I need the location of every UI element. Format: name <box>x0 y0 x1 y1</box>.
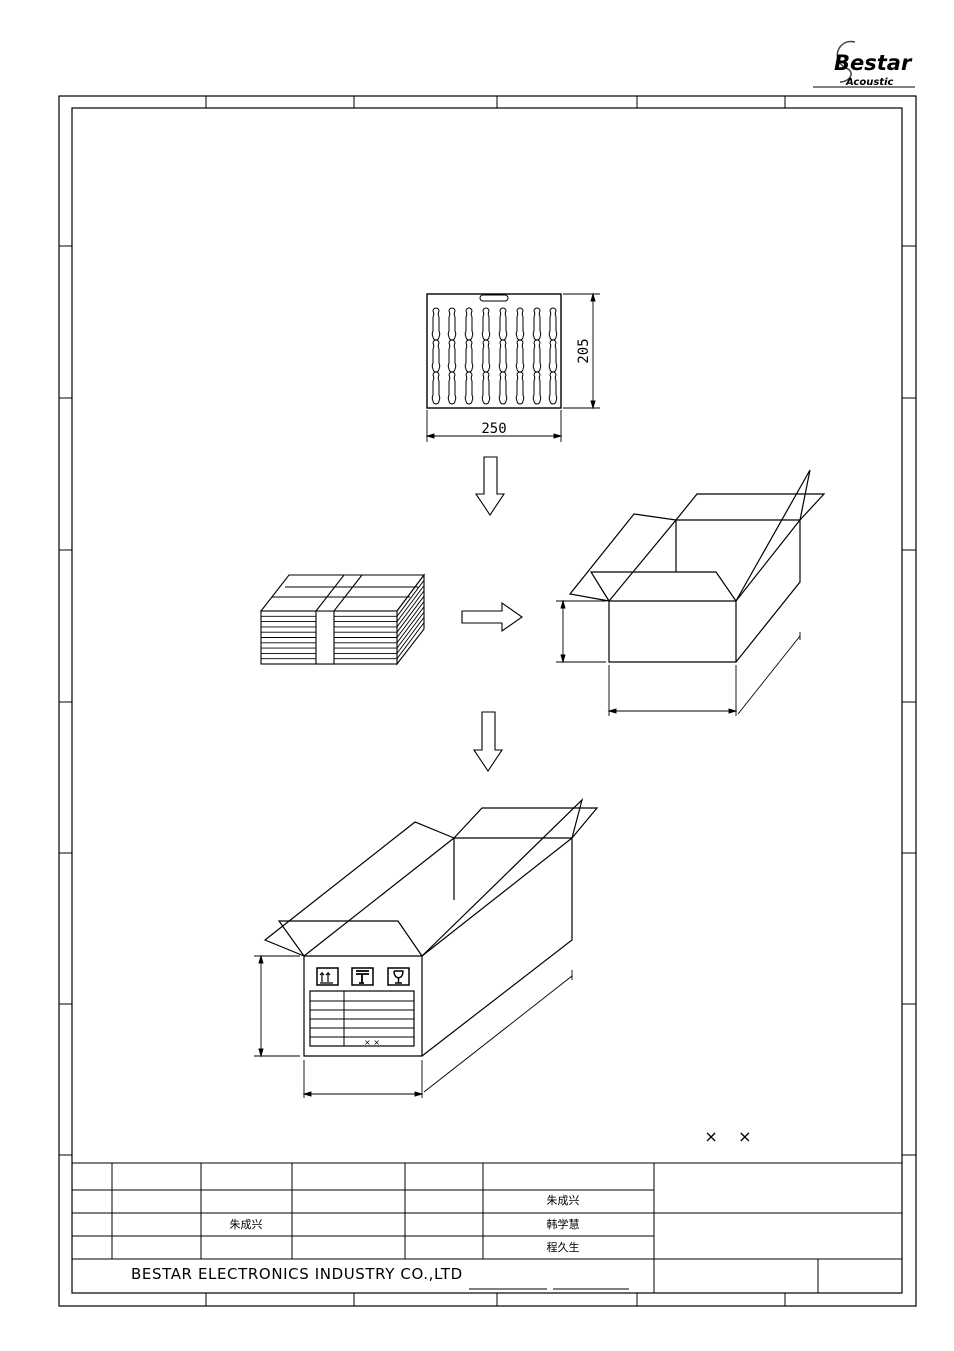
umbrella-icon <box>356 970 369 984</box>
master-carton <box>254 798 599 1098</box>
tray-cavity <box>515 307 525 341</box>
tray-cavity <box>464 339 474 373</box>
tray-cavity <box>464 307 474 341</box>
sheet-marks: × × <box>704 1127 751 1146</box>
tray-cavity <box>431 339 441 373</box>
arrow-right <box>461 601 523 633</box>
this-way-up-icon <box>319 971 333 984</box>
tray-height-label: 205 <box>576 338 592 363</box>
blister-tray <box>426 293 562 409</box>
stack-tray-side-edge <box>396 611 425 649</box>
tray-cavity <box>481 339 491 373</box>
signature-designed: 朱成兴 <box>230 1218 263 1231</box>
tray-width-label: 250 <box>481 421 506 437</box>
stack-tray-side-edge <box>396 622 425 659</box>
arrow-down-1 <box>474 456 506 516</box>
tray-stack <box>259 573 426 666</box>
tray-cavity <box>431 371 441 405</box>
stack-tray-side-edge <box>396 606 425 644</box>
tray-cavity <box>498 371 508 405</box>
arrow-down-2 <box>472 711 504 772</box>
tray-cavity <box>447 339 457 373</box>
bestar-logo: Bestar Acoustic <box>813 40 915 88</box>
tray-cavity <box>532 307 542 341</box>
carton-label-marks: × × <box>364 1038 380 1047</box>
stack-tray-side-edge <box>396 580 425 617</box>
inner-carton <box>556 469 826 716</box>
drawing-frame <box>58 95 917 1307</box>
signature-approved: 朱成兴 <box>547 1194 580 1207</box>
tray-cavity <box>515 339 525 373</box>
tray-cavity <box>515 371 525 405</box>
flow-arrows <box>461 456 523 772</box>
tray-cavity <box>447 307 457 341</box>
company-name: BESTAR ELECTRONICS INDUSTRY CO.,LTD <box>131 1265 463 1283</box>
tray-cavity <box>447 371 457 405</box>
tray-dimensions <box>425 292 600 442</box>
signature-drawn: 程久生 <box>547 1240 580 1254</box>
tray-cavity <box>548 339 558 373</box>
tray-cavity <box>532 339 542 373</box>
tray-cavity <box>431 307 441 341</box>
tray-cavity <box>532 371 542 405</box>
logo-brand: Bestar <box>834 51 913 75</box>
tray-cavity <box>481 371 491 405</box>
stack-tray-side-edge <box>396 617 425 654</box>
tray-cavity <box>498 339 508 373</box>
stack-tray-side-edge <box>396 585 425 622</box>
tray-cavity <box>464 371 474 405</box>
tray-cavity <box>548 307 558 341</box>
signature-checked: 韩学慧 <box>547 1217 580 1231</box>
tray-cavity <box>498 307 508 341</box>
stack-tray-side-edge <box>396 590 425 628</box>
logo-tagline: Acoustic <box>845 77 894 88</box>
tray-cavity-grid <box>431 307 558 405</box>
tray-cavity <box>548 371 558 405</box>
stack-tray-side-edge <box>396 601 425 638</box>
fragile-glass-icon <box>393 970 404 984</box>
title-block <box>72 1162 902 1293</box>
stack-tray-side-edge <box>396 595 425 633</box>
carton-shipping-label <box>309 967 415 1047</box>
tray-cavity <box>481 307 491 341</box>
